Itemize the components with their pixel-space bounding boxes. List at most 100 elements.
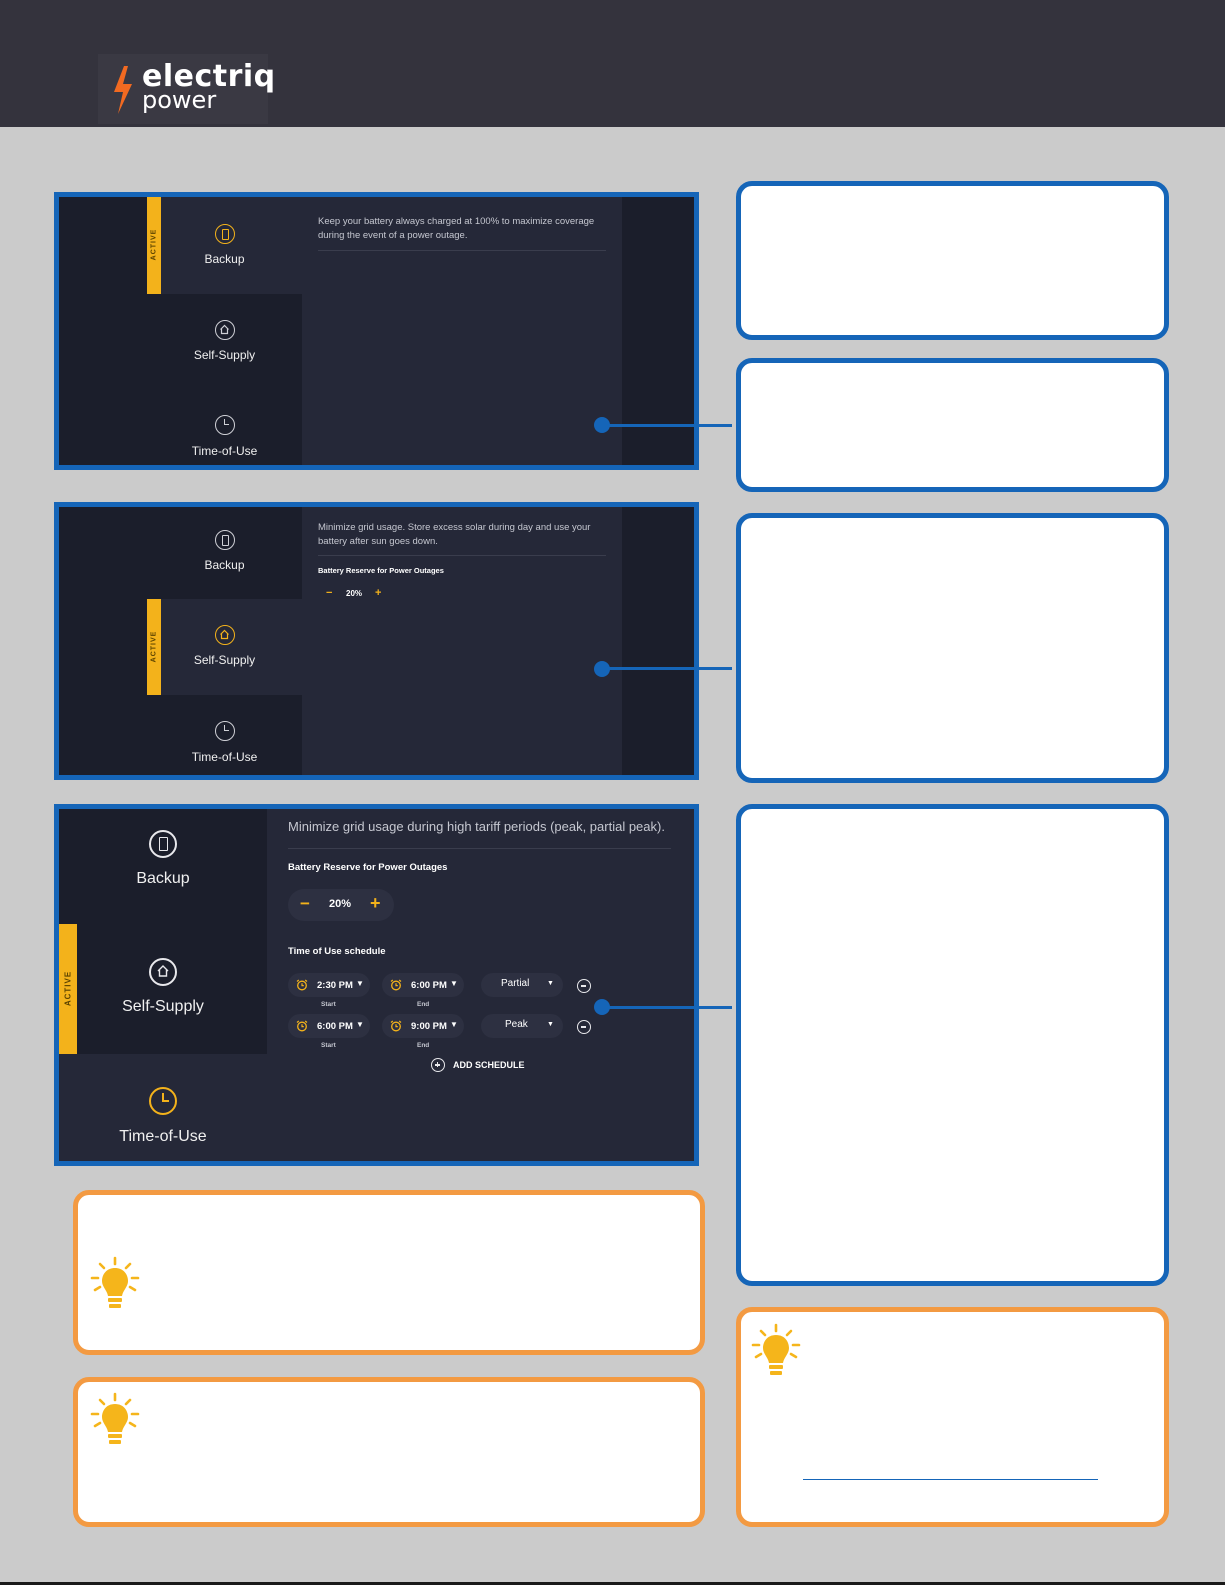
logo-wordmark-top: electriq <box>142 59 276 94</box>
active-indicator: ACTIVE <box>59 924 77 1054</box>
end-time-select[interactable]: 9:00 PM ▼ <box>382 1014 464 1038</box>
end-caption: End <box>417 1001 430 1008</box>
screenshot-self-supply-mode: Backup Self-Supply ACTIVE Time-of-Use Mi… <box>54 502 699 780</box>
alarm-icon <box>296 979 308 991</box>
add-schedule-label: ADD SCHEDULE <box>453 1060 525 1070</box>
tab-backup-label: Backup <box>204 252 245 266</box>
reserve-plus-button[interactable]: + <box>375 587 382 599</box>
tariff-select[interactable]: Partial ▼ <box>481 973 563 997</box>
callout-box <box>736 181 1169 340</box>
reserve-value: 20% <box>346 589 363 598</box>
tab-backup-label: Backup <box>204 558 245 572</box>
mode-description: Minimize grid usage during high tariff p… <box>288 819 665 834</box>
tab-backup[interactable]: Backup <box>59 809 267 924</box>
tab-time-of-use-label: Time-of-Use <box>119 1128 207 1145</box>
tab-time-of-use-label: Time-of-Use <box>191 444 258 458</box>
end-time-value: 6:00 PM <box>411 980 447 991</box>
alarm-icon <box>390 979 402 991</box>
chevron-down-icon: ▼ <box>450 1020 458 1029</box>
reserve-title: Battery Reserve for Power Outages <box>318 566 444 575</box>
tab-time-of-use[interactable]: Time-of-Use <box>59 1054 267 1161</box>
connector-line <box>600 424 732 427</box>
active-indicator: ACTIVE <box>147 599 161 695</box>
lightbulb-icon <box>90 1256 140 1308</box>
add-schedule-button[interactable]: ADD SCHEDULE <box>431 1058 541 1074</box>
chevron-down-icon: ▼ <box>356 979 364 988</box>
reserve-plus-button[interactable]: + <box>370 893 381 913</box>
tip-box <box>73 1190 705 1355</box>
tab-time-of-use-label: Time-of-Use <box>191 750 258 764</box>
lightbulb-icon <box>90 1392 140 1444</box>
connector-line <box>600 1006 732 1009</box>
mode-content: Minimize grid usage. Store excess solar … <box>302 507 622 775</box>
connector-dot <box>594 661 610 677</box>
connector-dot <box>594 999 610 1015</box>
start-time-select[interactable]: 6:00 PM ▼ <box>288 1014 370 1038</box>
schedule-title: Time of Use schedule <box>288 946 386 957</box>
tab-self-supply-label: Self-Supply <box>193 348 256 362</box>
connector-dot <box>594 417 610 433</box>
active-indicator: ACTIVE <box>147 197 161 294</box>
alarm-icon <box>296 1020 308 1032</box>
battery-icon <box>214 530 235 550</box>
bolt-icon <box>114 66 132 114</box>
callout-box <box>736 804 1169 1286</box>
tab-backup[interactable]: Backup <box>147 197 302 294</box>
tab-self-supply[interactable]: Self-Supply <box>147 599 302 695</box>
house-icon <box>214 320 235 340</box>
battery-icon <box>149 830 177 858</box>
logo-wordmark-bottom: power <box>142 86 217 114</box>
tariff-value: Peak <box>505 1019 528 1030</box>
remove-circle-icon[interactable] <box>577 1020 591 1034</box>
callout-box <box>736 358 1169 492</box>
lightbulb-icon <box>751 1323 801 1375</box>
reserve-title: Battery Reserve for Power Outages <box>288 862 448 873</box>
chevron-down-icon: ▼ <box>356 1020 364 1029</box>
footer-rule <box>0 1582 1225 1585</box>
tab-backup[interactable]: Backup <box>147 507 302 599</box>
tab-self-supply-label: Self-Supply <box>193 653 256 667</box>
end-caption: End <box>417 1042 430 1049</box>
active-label: ACTIVE <box>150 228 158 261</box>
reserve-value: 20% <box>329 898 352 910</box>
chevron-down-icon: ▼ <box>547 980 554 987</box>
screenshot-backup-mode: Backup ACTIVE Self-Supply Time-of-Use Ke… <box>54 192 699 470</box>
house-icon <box>149 958 177 986</box>
reserve-minus-button[interactable]: − <box>300 894 310 913</box>
divider <box>288 848 671 849</box>
tab-self-supply-label: Self-Supply <box>122 998 204 1015</box>
start-caption: Start <box>321 1001 336 1008</box>
battery-icon <box>214 224 235 244</box>
active-label: ACTIVE <box>63 970 73 1007</box>
clock-icon <box>149 1087 177 1115</box>
end-time-select[interactable]: 6:00 PM ▼ <box>382 973 464 997</box>
mode-content: Keep your battery always charged at 100%… <box>302 197 622 465</box>
alarm-icon <box>390 1020 402 1032</box>
tip-box <box>73 1377 705 1527</box>
tab-self-supply[interactable]: Self-Supply <box>59 924 267 1054</box>
connector-line <box>600 667 732 670</box>
divider <box>318 555 606 556</box>
reserve-minus-button[interactable]: − <box>326 587 333 599</box>
start-time-select[interactable]: 2:30 PM ▼ <box>288 973 370 997</box>
tab-backup-label: Backup <box>136 870 190 887</box>
reserve-stepper[interactable] <box>288 889 394 921</box>
tariff-select[interactable]: Peak ▼ <box>481 1014 563 1038</box>
start-caption: Start <box>321 1042 336 1049</box>
link-underline <box>803 1479 1098 1480</box>
chevron-down-icon: ▼ <box>547 1021 554 1028</box>
tab-self-supply[interactable]: Self-Supply <box>147 294 302 390</box>
screenshot-time-of-use-mode: Backup Self-Supply ACTIVE Time-of-Use Mi… <box>54 804 699 1166</box>
tab-time-of-use[interactable]: Time-of-Use <box>147 390 302 465</box>
mode-description: Minimize grid usage. Store excess solar … <box>318 522 591 547</box>
add-circle-icon <box>431 1058 445 1072</box>
active-label: ACTIVE <box>150 630 158 663</box>
chevron-down-icon: ▼ <box>450 979 458 988</box>
tab-time-of-use[interactable]: Time-of-Use <box>147 695 302 775</box>
mode-description: Keep your battery always charged at 100%… <box>318 216 595 241</box>
start-time-value: 6:00 PM <box>317 1021 353 1032</box>
end-time-value: 9:00 PM <box>411 1021 447 1032</box>
remove-circle-icon[interactable] <box>577 979 591 993</box>
house-icon <box>214 625 235 645</box>
start-time-value: 2:30 PM <box>317 980 353 991</box>
